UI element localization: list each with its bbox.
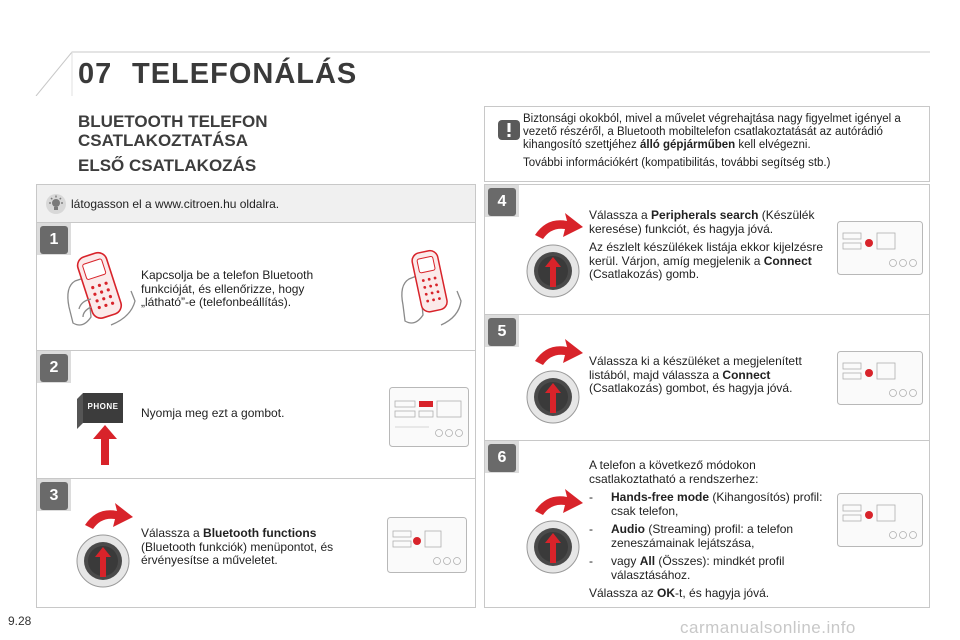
tip-text: látogasson el a www.citroen.hu oldalra. [71,197,280,211]
step-6-text: A telefon a következő módokon csatlakozt… [589,458,829,601]
section-title-line2: CSATLAKOZTATÁSA [78,131,248,150]
profile-option-audio: Audio (Streaming) profil: a telefon zene… [589,522,829,550]
chapter-title: TELEFONÁLÁS [132,58,358,90]
profile-option-all: vagy All (Összes): mindkét profil válasz… [589,554,829,582]
right-column: 4 Válassza a Peripherals search (Készülé… [484,184,930,608]
website-watermark: carmanualsonline.info [680,618,856,637]
step-number-badge: 3 [37,479,71,511]
section-title: BLUETOOTH TELEFON CSATLAKOZTATÁSA ELSŐ C… [78,112,458,175]
step-6: 6 A telefon a következő módokon csatlako… [485,441,929,607]
tip-row: látogasson el a www.citroen.hu oldalra. [37,185,475,223]
step-4-text: Válassza a Peripherals search (Készülék … [589,208,824,281]
lightbulb-icon [46,194,66,214]
warning-paragraph: Biztonsági okokból, mivel a művelet végr… [523,113,901,151]
phone-in-hand-icon [67,251,136,326]
exclamation-icon [498,120,520,140]
press-arrow-icon [93,425,117,465]
phone-button-icon: PHONE [77,393,123,431]
page-header: 07 TELEFONÁLÁS [0,0,960,96]
step-number-badge: 5 [485,315,519,347]
header-frame [35,51,930,96]
rotary-knob-icon [526,489,583,574]
section-title-line1: BLUETOOTH TELEFON [78,112,268,131]
safety-warning-box: Biztonsági okokból, mivel a művelet végr… [484,106,930,182]
rotary-knob-icon [76,503,133,588]
step-number-badge: 6 [485,441,519,473]
step-1-text: Kapcsolja be a telefon Bluetooth funkció… [141,268,314,309]
section-subtitle: ELSŐ CSATLAKOZÁS [78,156,257,175]
step-2-text: Nyomja meg ezt a gombot. [141,406,285,420]
step-number-badge: 2 [37,351,71,383]
car-radio-panel-icon [387,517,467,573]
warning-info-paragraph: További információkért (kompatibilitás, … [523,157,831,169]
profile-option-handsfree: Hands-free mode (Kihangosítós) profil: c… [589,490,829,518]
step-5: 5 Válassza ki a készüléket a megjeleníte… [485,315,929,441]
phone-in-hand-icon [401,249,462,326]
step-number-badge: 4 [485,185,519,217]
car-radio-panel-icon [837,351,923,405]
step-number-badge: 1 [37,223,71,255]
page-number: 9.28 [8,614,32,628]
step-2: 2 PHONE Nyomja meg ezt a gombot. [37,351,475,479]
step-3: 3 Válassza a Bluetooth functions (Blueto… [37,479,475,607]
rotary-knob-icon [526,213,583,298]
car-radio-panel-icon [837,221,923,275]
step-5-text: Válassza ki a készüléket a megjelenített… [589,354,802,395]
left-column: látogasson el a www.citroen.hu oldalra. … [36,184,476,608]
step-4: 4 Válassza a Peripherals search (Készülé… [485,185,929,315]
chapter-number: 07 [78,58,113,90]
step-3-text: Válassza a Bluetooth functions (Bluetoot… [141,526,334,567]
car-radio-panel-icon [837,493,923,547]
warning-text: Biztonsági okokból, mivel a művelet végr… [523,113,923,170]
rotary-knob-icon [526,339,583,424]
step-1: 1 Kapcsolja be a telefon Bluetooth funkc… [37,223,475,351]
car-radio-panel-icon [389,387,469,447]
